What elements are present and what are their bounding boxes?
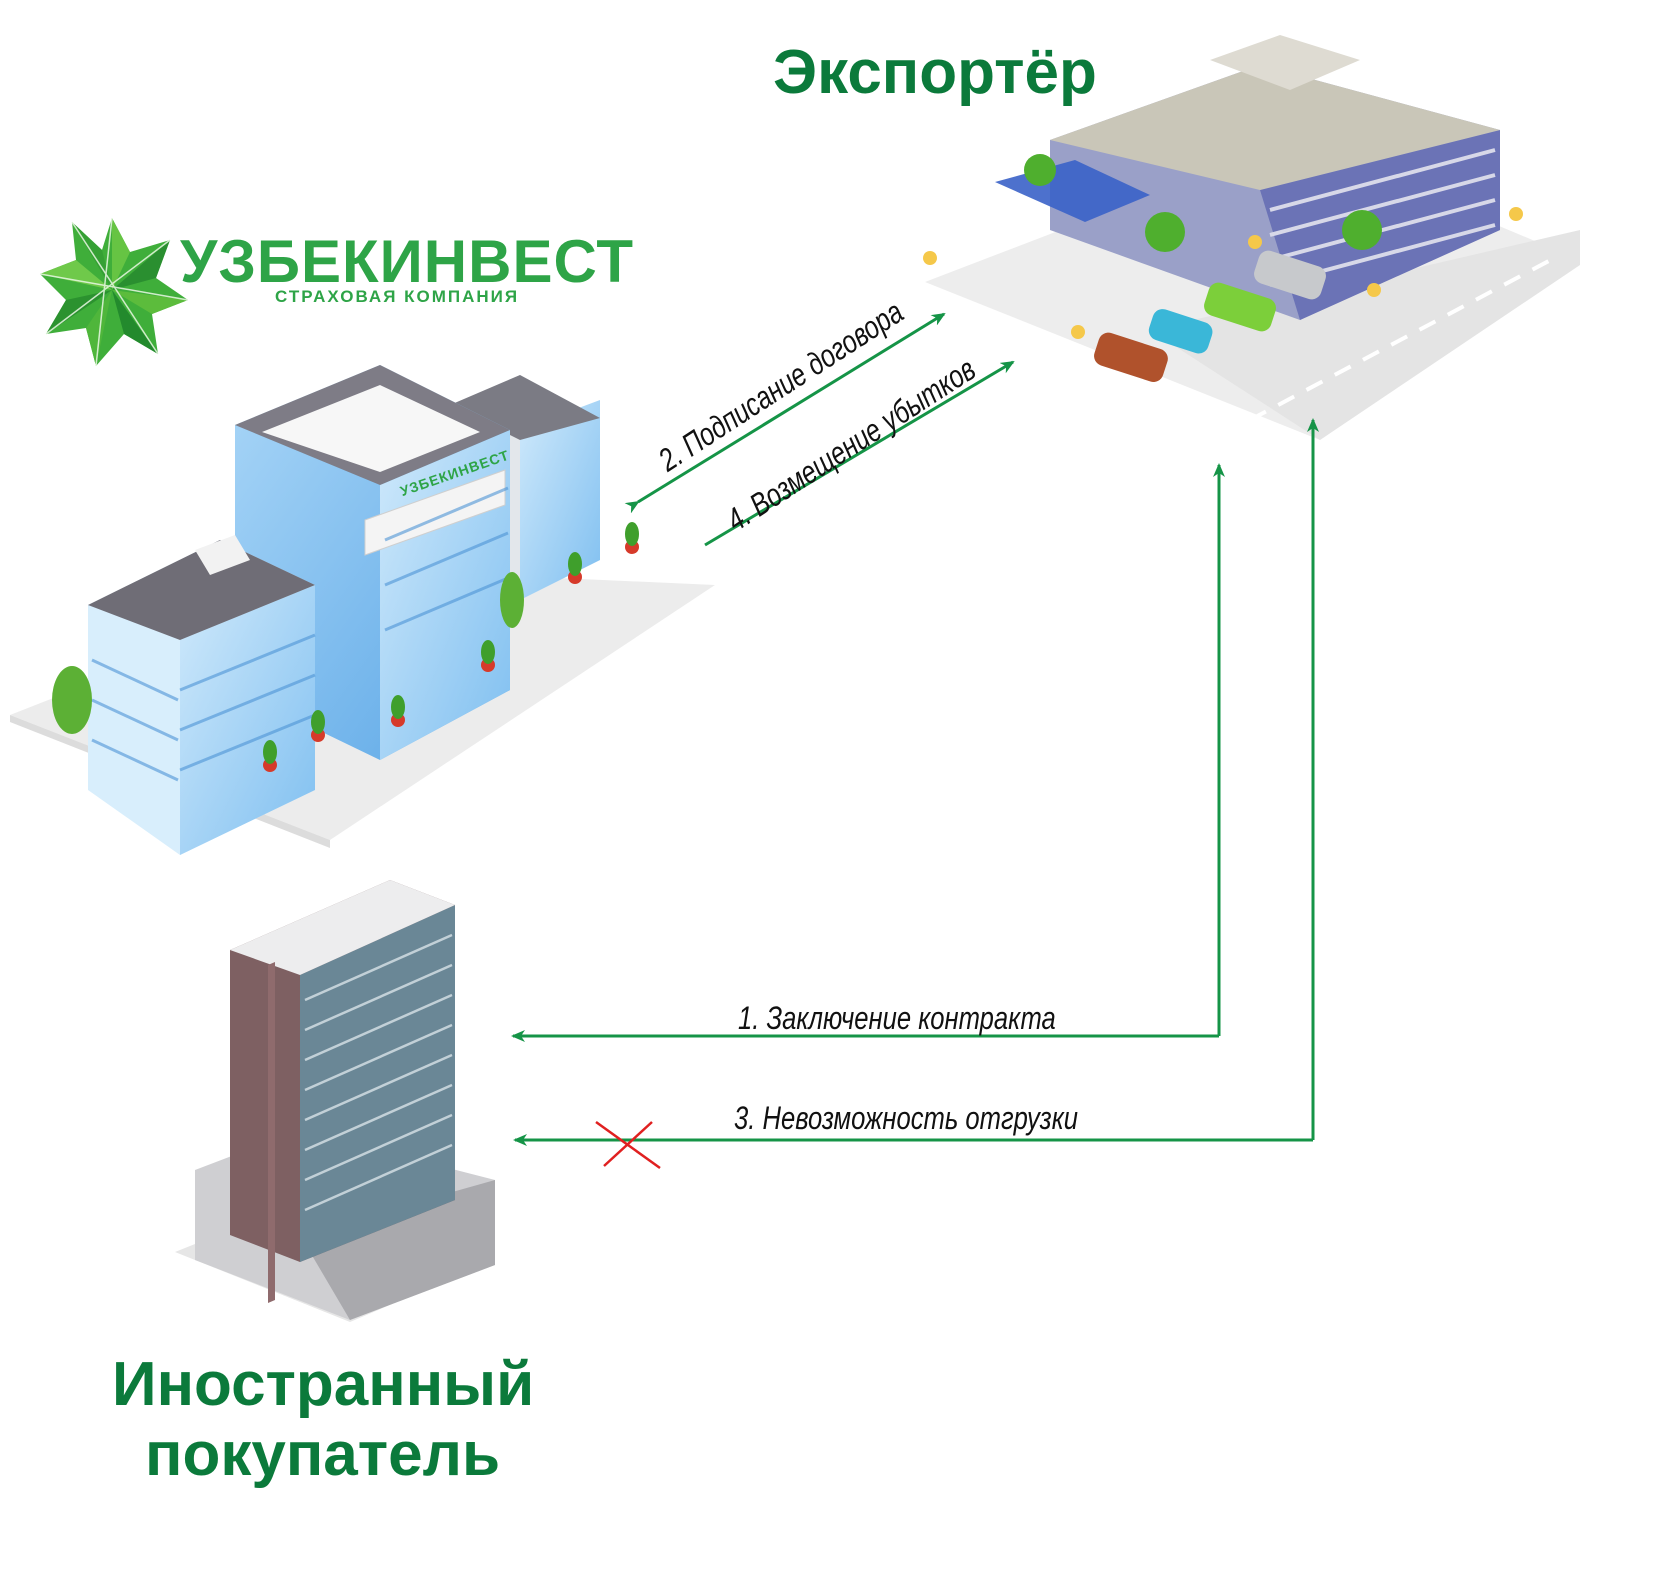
insurer-building [10, 365, 715, 855]
cross-icon [595, 1120, 661, 1170]
exporter-title: Экспортёр [773, 38, 1097, 107]
arrows [511, 312, 1319, 1146]
arrow-step-2 [624, 312, 946, 514]
arrow-step-4 [704, 360, 1015, 547]
logo-star-icon [39, 217, 189, 367]
exporter-building [923, 35, 1580, 440]
step-1-label: 1. Заключение контракта [738, 1000, 1056, 1036]
buyer-title-line2: покупатель [145, 1420, 501, 1489]
logo-subtitle: СТРАХОВАЯ КОМПАНИЯ [275, 287, 520, 306]
buyer-title-line1: Иностранный [112, 1350, 535, 1419]
buyer-building [175, 880, 495, 1322]
logo-name: УЗБЕКИНВЕСТ [180, 228, 634, 295]
step-3-label: 3. Невозможность отгрузки [734, 1100, 1079, 1136]
